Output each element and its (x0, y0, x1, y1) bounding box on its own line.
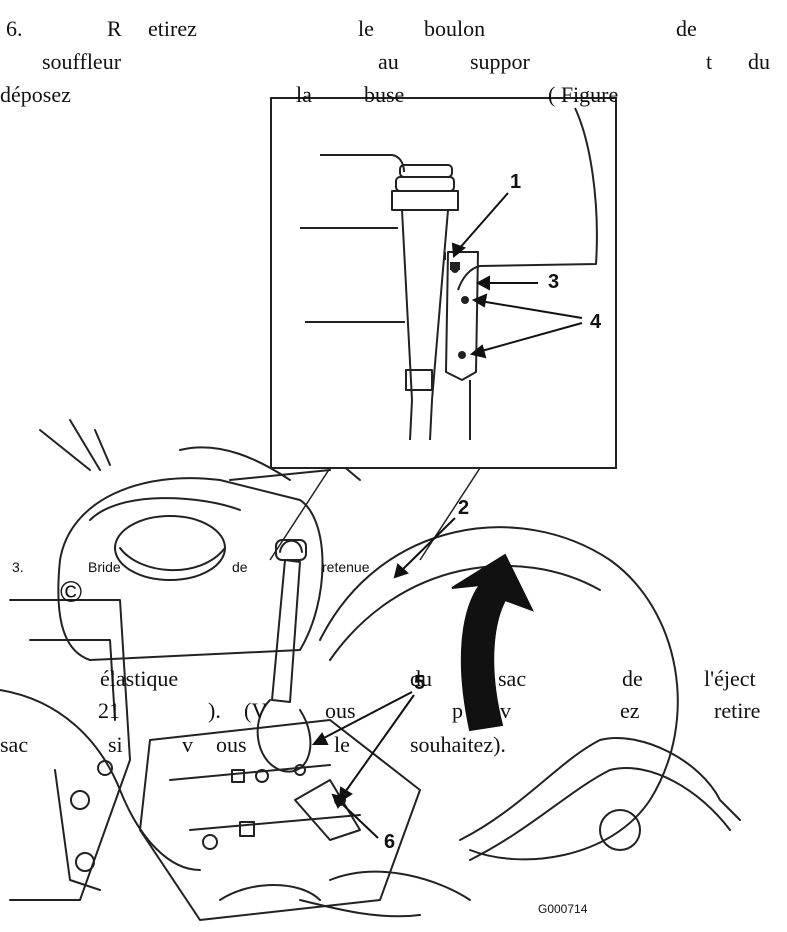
callout-6: 6 (384, 831, 396, 853)
base-plate (139, 719, 421, 921)
step6-word: au (378, 49, 399, 74)
inset-frame (270, 97, 617, 469)
overlay-word: v (500, 698, 511, 723)
callout-3: 3 (548, 271, 560, 293)
callout-4: 4 (590, 311, 602, 333)
overlay-word: ez (620, 698, 640, 723)
overlay-word: l'éject (704, 666, 756, 691)
caption-word: Bride (88, 559, 121, 575)
overlay-word: si (108, 732, 123, 757)
overlay-word: p (452, 698, 463, 723)
overlay-word: sac (0, 732, 29, 757)
overlay-word: (V (244, 698, 268, 723)
overlay-word: retire (714, 698, 761, 723)
step6-word: R (107, 16, 122, 41)
overlay-word: de (622, 666, 643, 691)
step6-word: 6. (6, 16, 23, 41)
callout-2: 2 (458, 497, 470, 519)
step6-word: déposez (0, 82, 71, 107)
frame-right (459, 737, 741, 841)
step6-word: suppor (470, 49, 530, 74)
callout-5: 5 (414, 672, 426, 694)
step6-word: boulon (424, 16, 486, 41)
overlay-word: du (410, 666, 432, 691)
overlay-word: ). (208, 698, 221, 723)
step6-word: de (676, 16, 697, 41)
step6-word: la (296, 82, 312, 107)
overlay-word: ous (216, 732, 247, 757)
step6-word: du (748, 49, 770, 74)
copyright-symbol: © (60, 576, 83, 609)
rotation-arrow (451, 553, 535, 732)
overlay-word: sac (498, 666, 527, 691)
overlay-word: élastique (100, 666, 179, 691)
step6-word: buse (364, 82, 405, 107)
overlay-word: 21 (98, 698, 120, 723)
callout-1: 1 (510, 171, 522, 193)
engine-block (57, 477, 324, 661)
overlay-word: ous (325, 698, 356, 723)
step6-word: le (358, 16, 374, 41)
step6-word: etirez (148, 16, 197, 41)
frame-left (9, 599, 131, 901)
step6-word: ( Figure (548, 82, 619, 107)
step6-word: t (706, 49, 713, 74)
overlay-word: le (334, 732, 350, 757)
overlay-word: souhaitez). (410, 732, 506, 757)
caption-word: retenue (322, 559, 370, 575)
caption-word: 3. (12, 559, 24, 575)
step6-word: souffleur (42, 49, 122, 74)
caption-word: de (232, 559, 248, 575)
control-lever (271, 559, 301, 703)
figure-code: G000714 (538, 902, 588, 916)
overlay-word: v (182, 732, 193, 757)
